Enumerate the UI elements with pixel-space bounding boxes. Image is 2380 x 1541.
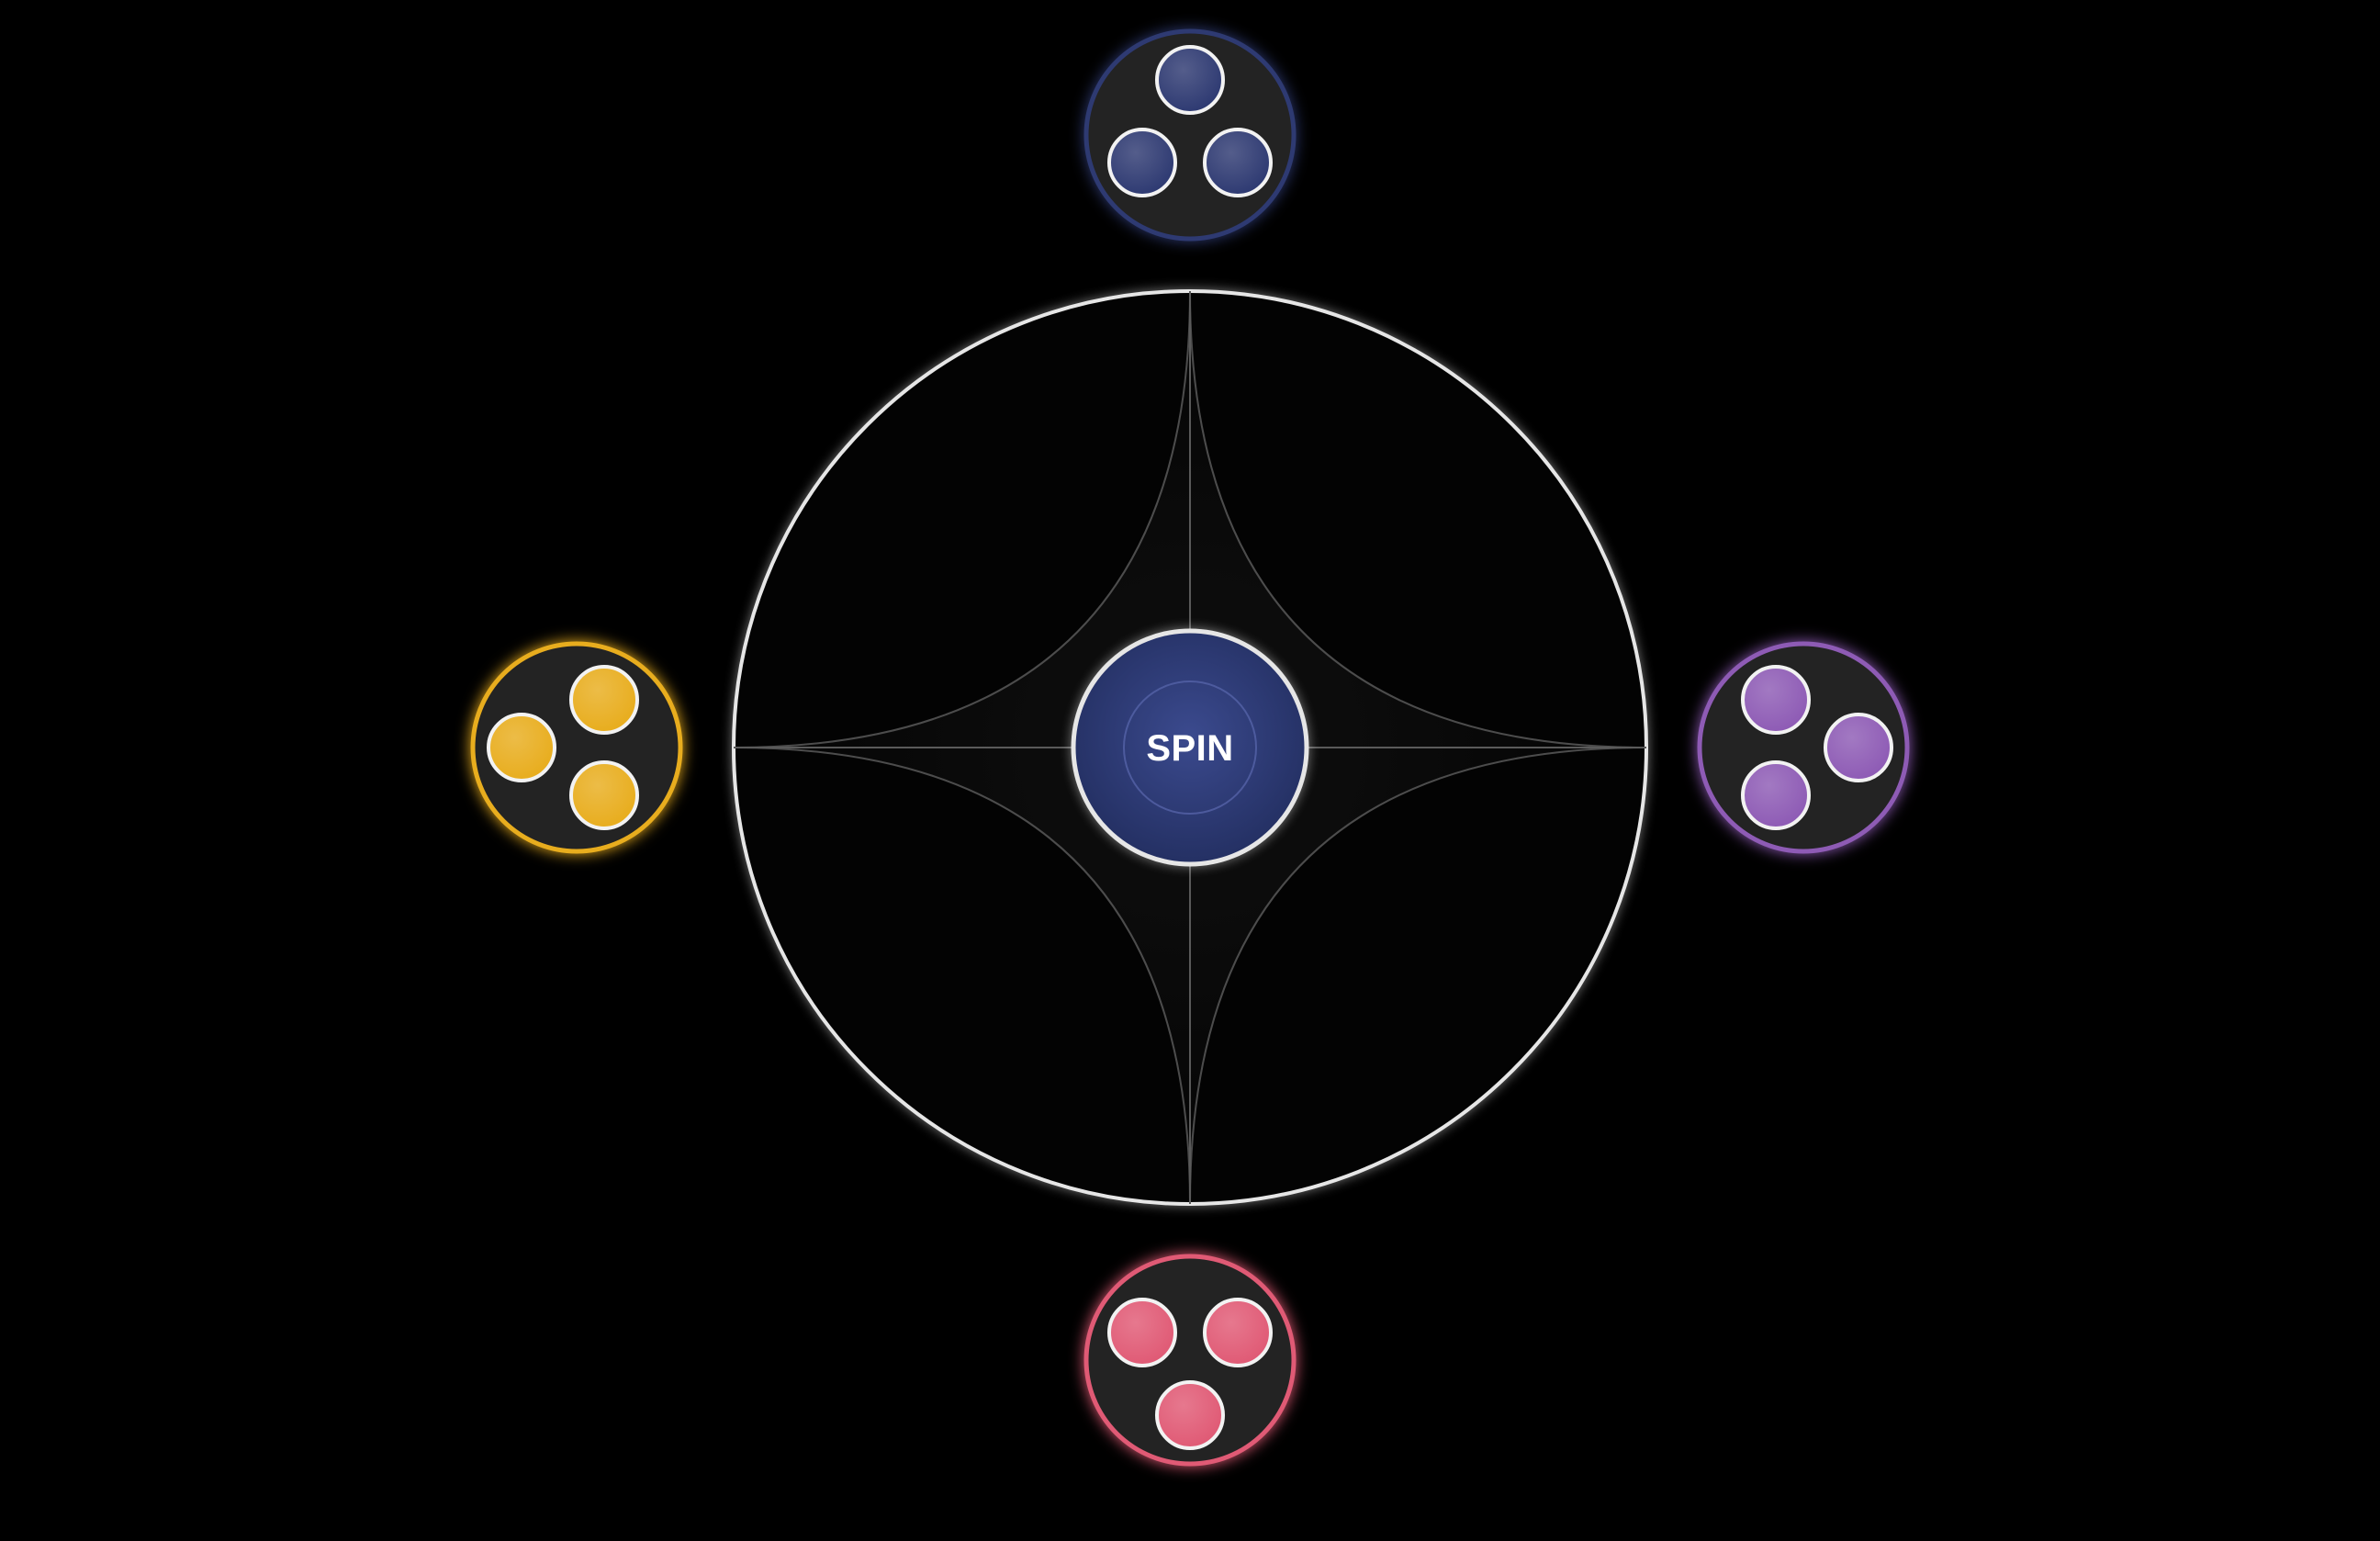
game-piece-left-3[interactable] bbox=[569, 760, 639, 830]
player-pod-bottom[interactable] bbox=[1083, 1254, 1297, 1467]
game-piece-top-3[interactable] bbox=[1107, 128, 1177, 197]
game-piece-left-2[interactable] bbox=[569, 665, 639, 735]
player-pod-left[interactable] bbox=[470, 641, 683, 854]
game-piece-bottom-1[interactable] bbox=[1155, 1380, 1225, 1450]
player-pods bbox=[470, 28, 1910, 1467]
game-piece-right-3[interactable] bbox=[1741, 665, 1811, 735]
game-piece-top-2[interactable] bbox=[1203, 128, 1273, 197]
player-pod-right[interactable] bbox=[1697, 641, 1910, 854]
player-pod-top[interactable] bbox=[1083, 28, 1297, 242]
game-piece-left-1[interactable] bbox=[487, 713, 556, 782]
game-piece-bottom-2[interactable] bbox=[1107, 1298, 1177, 1367]
spin-button[interactable]: SPIN bbox=[1071, 628, 1309, 867]
game-piece-top-1[interactable] bbox=[1155, 45, 1225, 115]
game-piece-right-1[interactable] bbox=[1824, 713, 1893, 782]
spin-button-inner-ring bbox=[1123, 681, 1257, 815]
spin-button-label: SPIN bbox=[1146, 728, 1233, 769]
spin-button-disc[interactable] bbox=[1071, 628, 1309, 867]
game-piece-right-2[interactable] bbox=[1741, 760, 1811, 830]
game-piece-bottom-3[interactable] bbox=[1203, 1298, 1273, 1367]
